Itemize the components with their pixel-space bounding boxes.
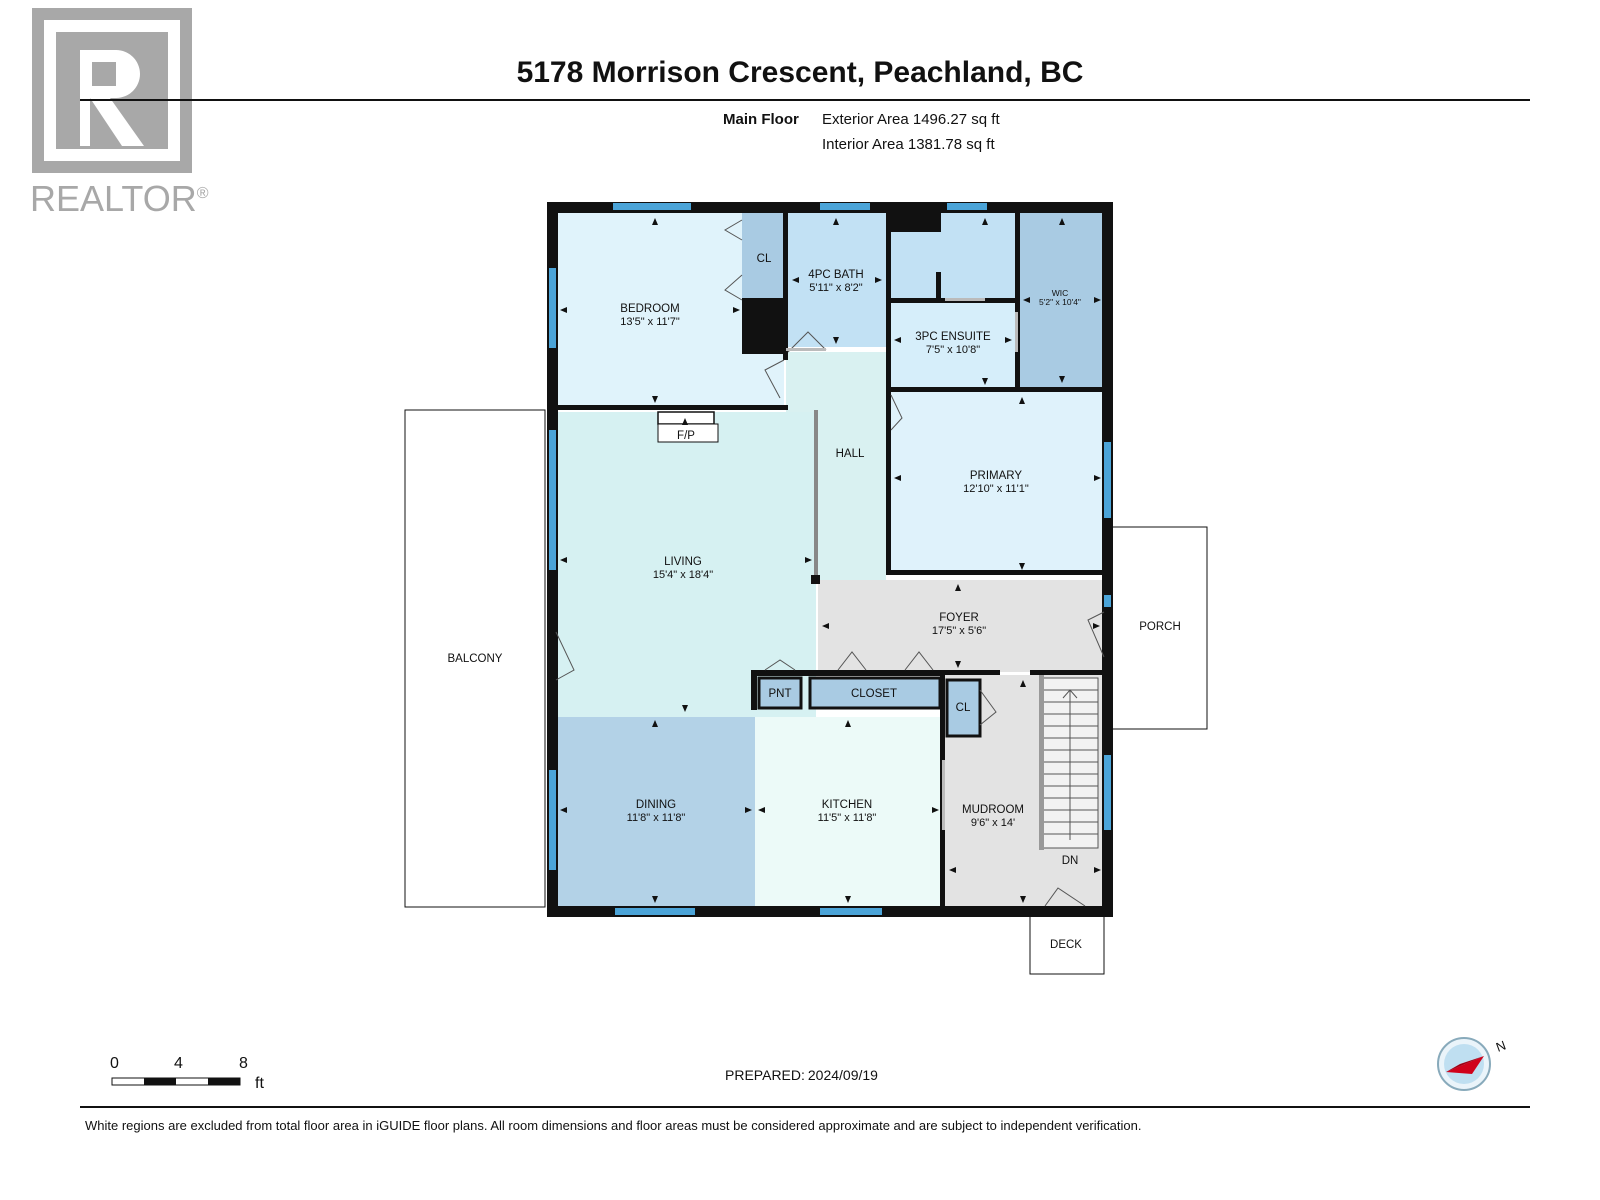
hall-half-wall xyxy=(814,410,818,580)
door-openings xyxy=(786,298,1018,830)
ensuite-room xyxy=(890,302,1015,389)
prepared-label: PREPARED: xyxy=(725,1067,805,1083)
scale-tick-8: 8 xyxy=(239,1055,248,1072)
door-swings xyxy=(555,219,1105,907)
mudroom-closet-room xyxy=(945,678,982,738)
balcony-label: BALCONY xyxy=(448,653,503,665)
closet-label: CLOSET xyxy=(851,688,897,700)
dining-dims: 11'8" x 11'8" xyxy=(627,812,686,824)
primary-dims: 12'10" x 11'1" xyxy=(963,483,1029,495)
kitchen-dims: 11'5" x 11'8" xyxy=(818,812,877,824)
floor-label: Main Floor xyxy=(723,111,799,128)
bedroom-closet-label: CL xyxy=(757,253,772,265)
living-room xyxy=(556,412,816,717)
deck-label: DECK xyxy=(1050,939,1082,951)
bath4-dims: 5'11" x 8'2" xyxy=(809,282,862,294)
windows xyxy=(549,203,1111,915)
pantry-room xyxy=(757,676,803,710)
living-label: LIVING xyxy=(664,556,702,568)
page-title: 5178 Morrison Crescent, Peachland, BC xyxy=(516,56,1084,89)
bath4-label: 4PC BATH xyxy=(808,269,863,281)
stairs-down-label: DN xyxy=(1062,855,1079,867)
dining-label: DINING xyxy=(636,799,676,811)
compass-label: N xyxy=(1494,1038,1508,1055)
exterior-area: Exterior Area 1496.27 sq ft xyxy=(822,111,1000,128)
porch-area xyxy=(1111,526,1208,730)
wic-dims: 5'2" x 10'4" xyxy=(1039,297,1081,307)
scale-tick-4: 4 xyxy=(174,1055,183,1072)
mudroom-closet-label: CL xyxy=(956,702,971,714)
primary-label: PRIMARY xyxy=(970,470,1023,482)
primary-room xyxy=(890,392,1104,575)
prepared-date: 2024/09/19 xyxy=(807,1067,878,1083)
prepared-line: PREPARED:2024/09/19 xyxy=(0,1067,1600,1083)
bedroom-dims: 13'5" x 11'7" xyxy=(620,316,680,328)
deck-area xyxy=(1029,911,1105,975)
scale-unit: ft xyxy=(255,1075,264,1092)
interior-area: Interior Area 1381.78 sq ft xyxy=(822,136,995,153)
porch-label: PORCH xyxy=(1139,621,1181,633)
kitchen-room xyxy=(755,717,942,907)
fireplace-label: F/P xyxy=(677,430,695,442)
hall-label: HALL xyxy=(836,448,865,460)
bedroom-label: BEDROOM xyxy=(620,303,679,315)
realtor-logo-wordmark: REALTOR® xyxy=(30,178,209,219)
kitchen-label: KITCHEN xyxy=(822,799,872,811)
realtor-logo: REALTOR® xyxy=(30,8,209,219)
bath4-room xyxy=(788,212,886,347)
dimension-arrows xyxy=(560,218,1101,903)
footer-rule xyxy=(80,1106,1530,1108)
ensuite-label: 3PC ENSUITE xyxy=(915,331,991,343)
pantry-label: PNT xyxy=(769,688,792,700)
stairs xyxy=(1039,675,1099,850)
living-dims: 15'4" x 18'4" xyxy=(653,569,713,581)
bedroom-closet-room xyxy=(742,212,784,300)
fireplace-hearth xyxy=(657,423,719,443)
north-compass-icon: N xyxy=(1437,1037,1508,1091)
hall-post xyxy=(811,575,820,584)
wic-room xyxy=(1019,212,1105,387)
realtor-logo-mark xyxy=(32,8,192,173)
mudroom-label: MUDROOM xyxy=(962,804,1024,816)
foyer-dims: 17'5" x 5'6" xyxy=(932,625,986,637)
disclaimer: White regions are excluded from total fl… xyxy=(85,1118,1142,1133)
header-rule xyxy=(80,99,1530,101)
mudroom-dims: 9'6" x 14' xyxy=(971,817,1015,829)
foyer-room xyxy=(818,580,1104,672)
scale-bar: 0 4 8 ft xyxy=(110,1055,264,1092)
ensuite-dims: 7'5" x 10'8" xyxy=(926,344,980,356)
scale-tick-0: 0 xyxy=(110,1055,119,1072)
wic-label: WIC xyxy=(1052,288,1069,298)
balcony-area xyxy=(404,409,546,908)
bedroom-room xyxy=(556,212,742,407)
foyer-label: FOYER xyxy=(939,612,979,624)
dining-room xyxy=(556,717,755,907)
